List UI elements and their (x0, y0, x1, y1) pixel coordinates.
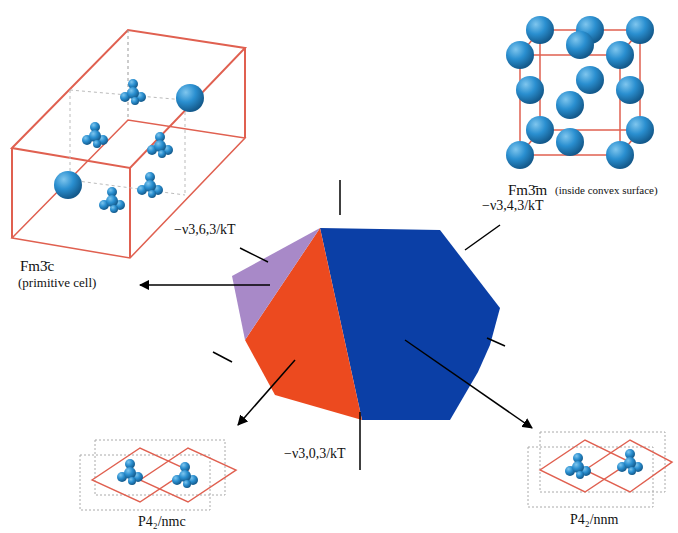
axis-label: −ν3,0,3/kT (282, 446, 348, 461)
tetragonal-cell-left (80, 440, 236, 510)
space-group-label: Fm3̄m (508, 182, 547, 199)
space-group-label: P4₂/nnm (570, 512, 618, 527)
tetrapod-clusters (54, 79, 204, 213)
primitive-cell (12, 30, 245, 258)
tetragonal-cell-right (528, 432, 672, 507)
cell-note: (primitive cell) (18, 276, 96, 290)
fcc-cube (506, 16, 654, 169)
axis-label: −ν3,4,3/kT (480, 198, 546, 213)
axes (140, 180, 532, 470)
phase-polyhedron (232, 228, 500, 420)
axis-label: −ν3,6,3/kT (172, 222, 238, 237)
space-group-label: Fm3̄c (20, 258, 54, 275)
space-group-label: P4₂/nmc (138, 514, 186, 529)
cell-note: (inside convex surface) (555, 184, 658, 196)
